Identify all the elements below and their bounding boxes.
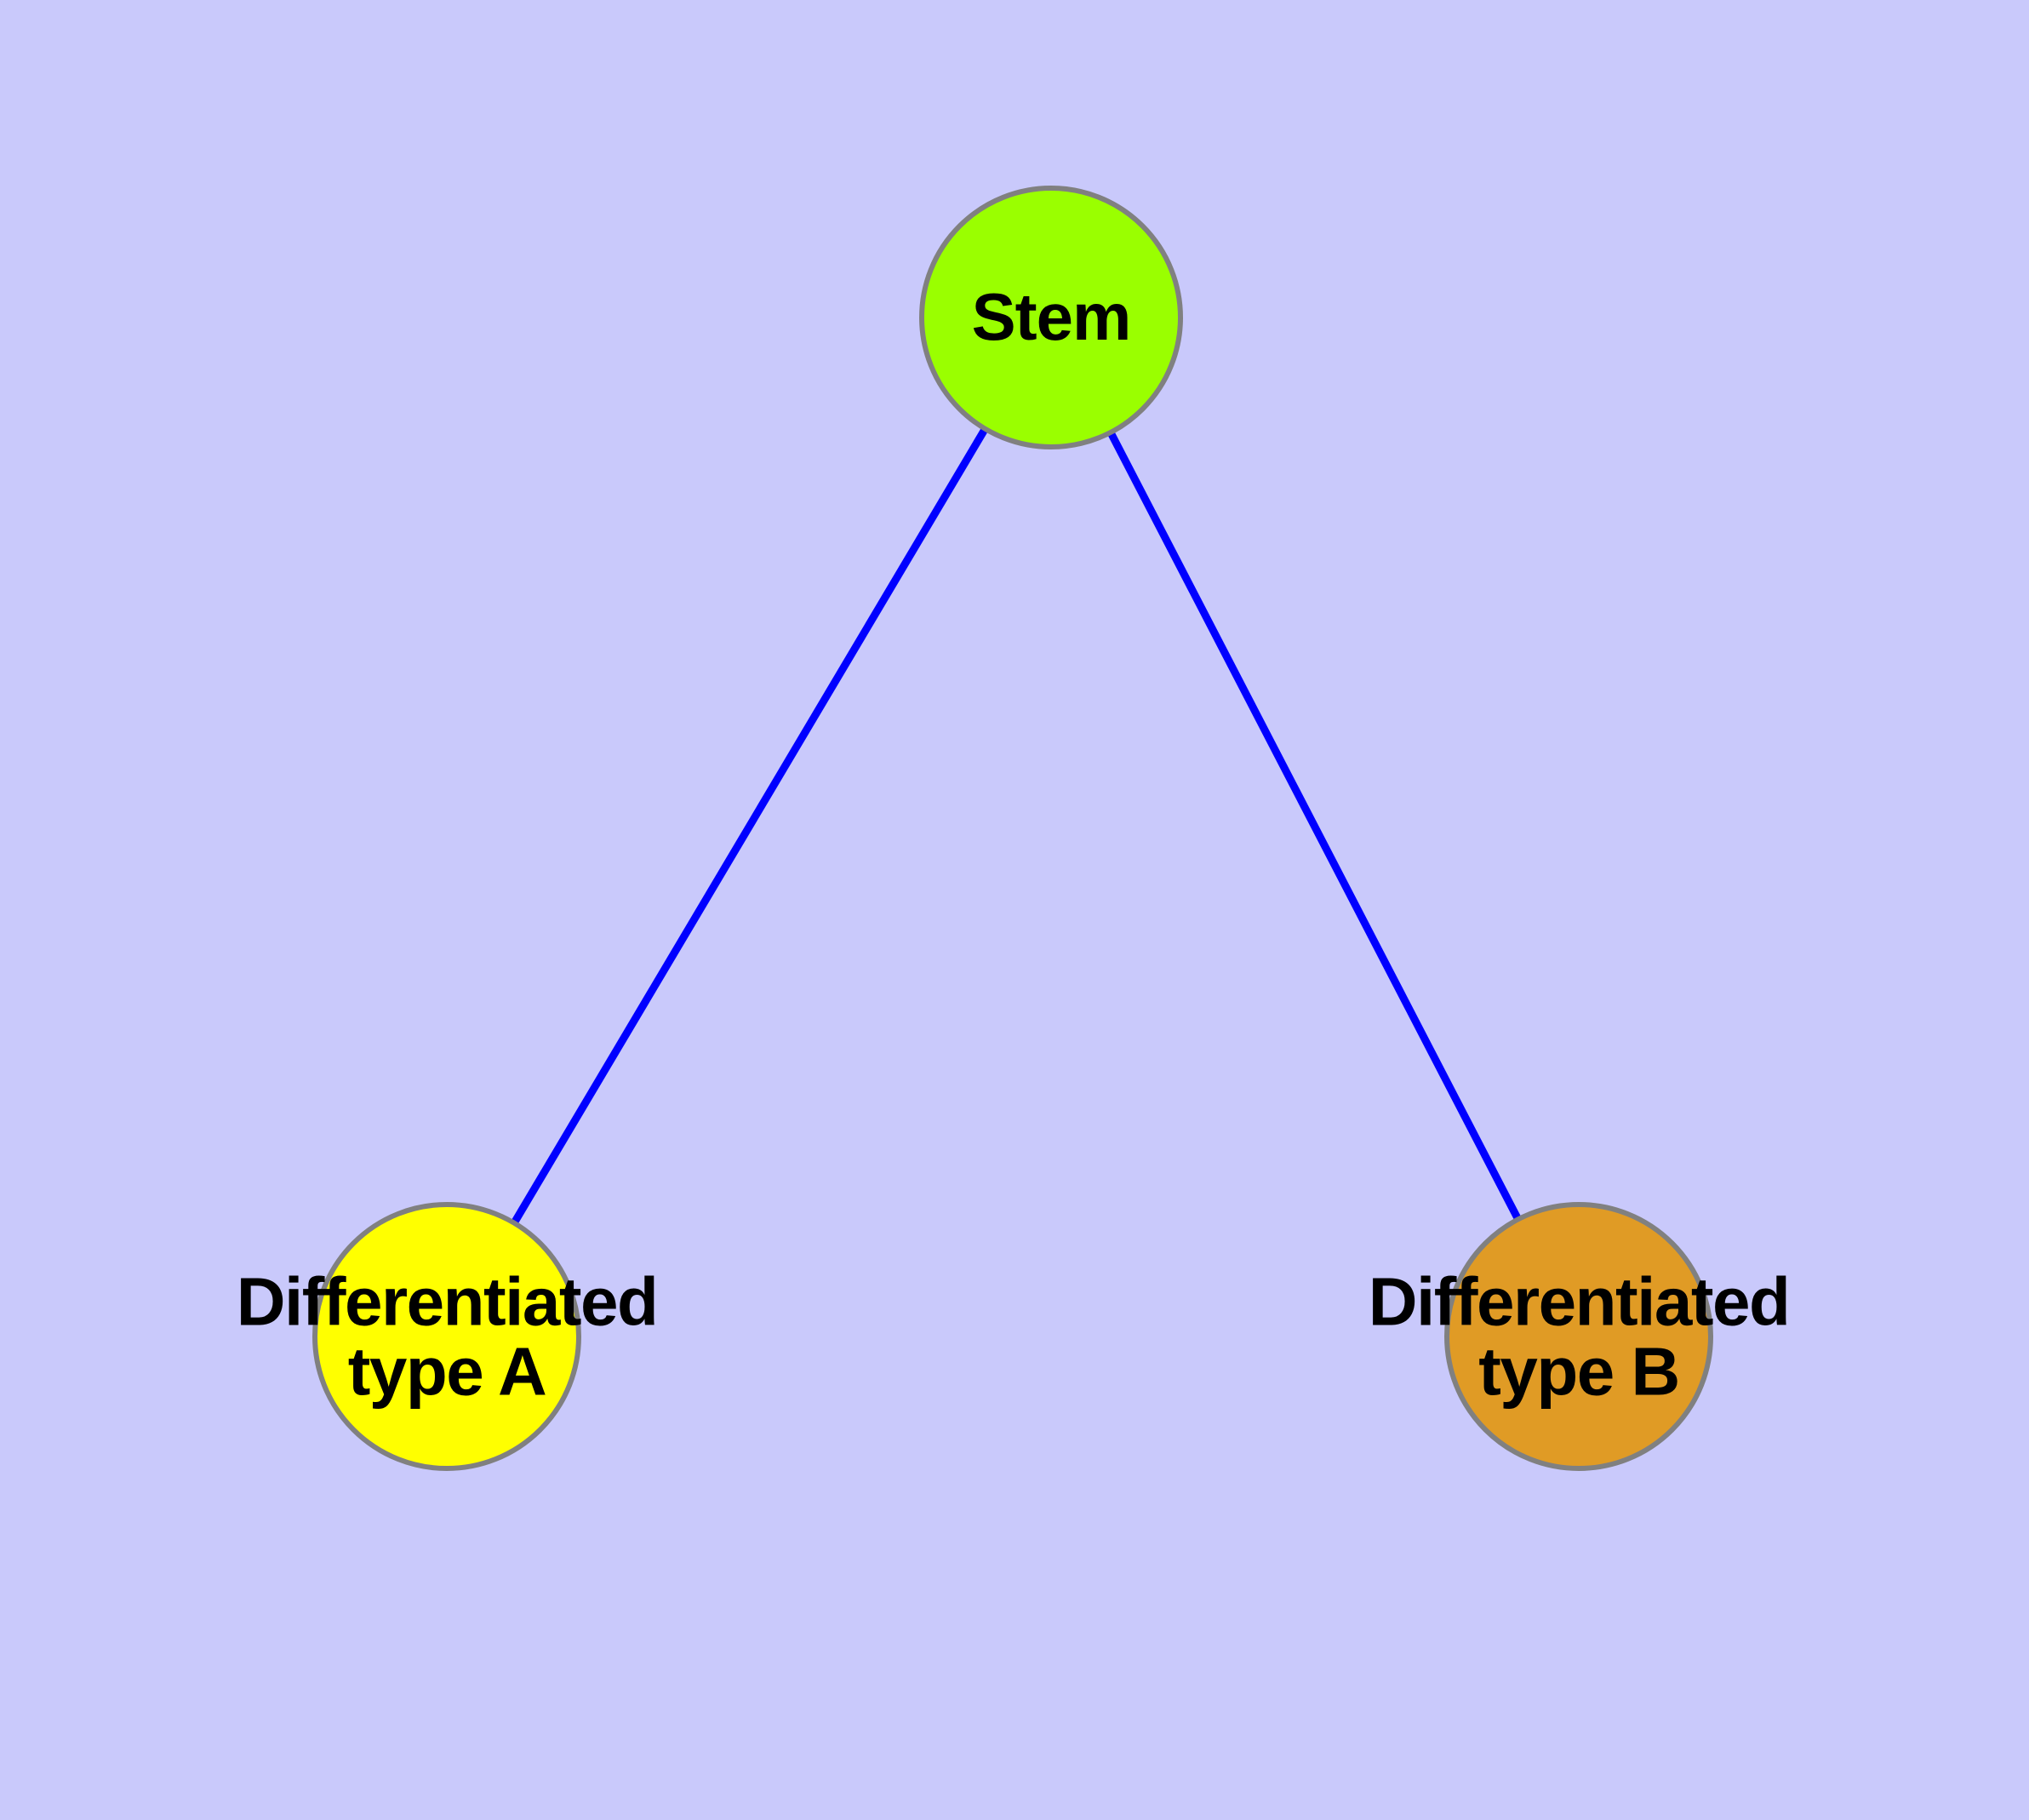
- nodes-layer: [312, 186, 1713, 1471]
- edge-stem-to-differentiated-type-a[interactable]: [511, 426, 989, 1225]
- edge-stem-to-differentiated-type-b[interactable]: [1106, 430, 1522, 1222]
- node-differentiated-type-a[interactable]: [312, 1202, 581, 1471]
- node-stem[interactable]: [919, 186, 1183, 449]
- edges-layer: [511, 426, 1522, 1225]
- node-differentiated-type-b[interactable]: [1444, 1202, 1713, 1471]
